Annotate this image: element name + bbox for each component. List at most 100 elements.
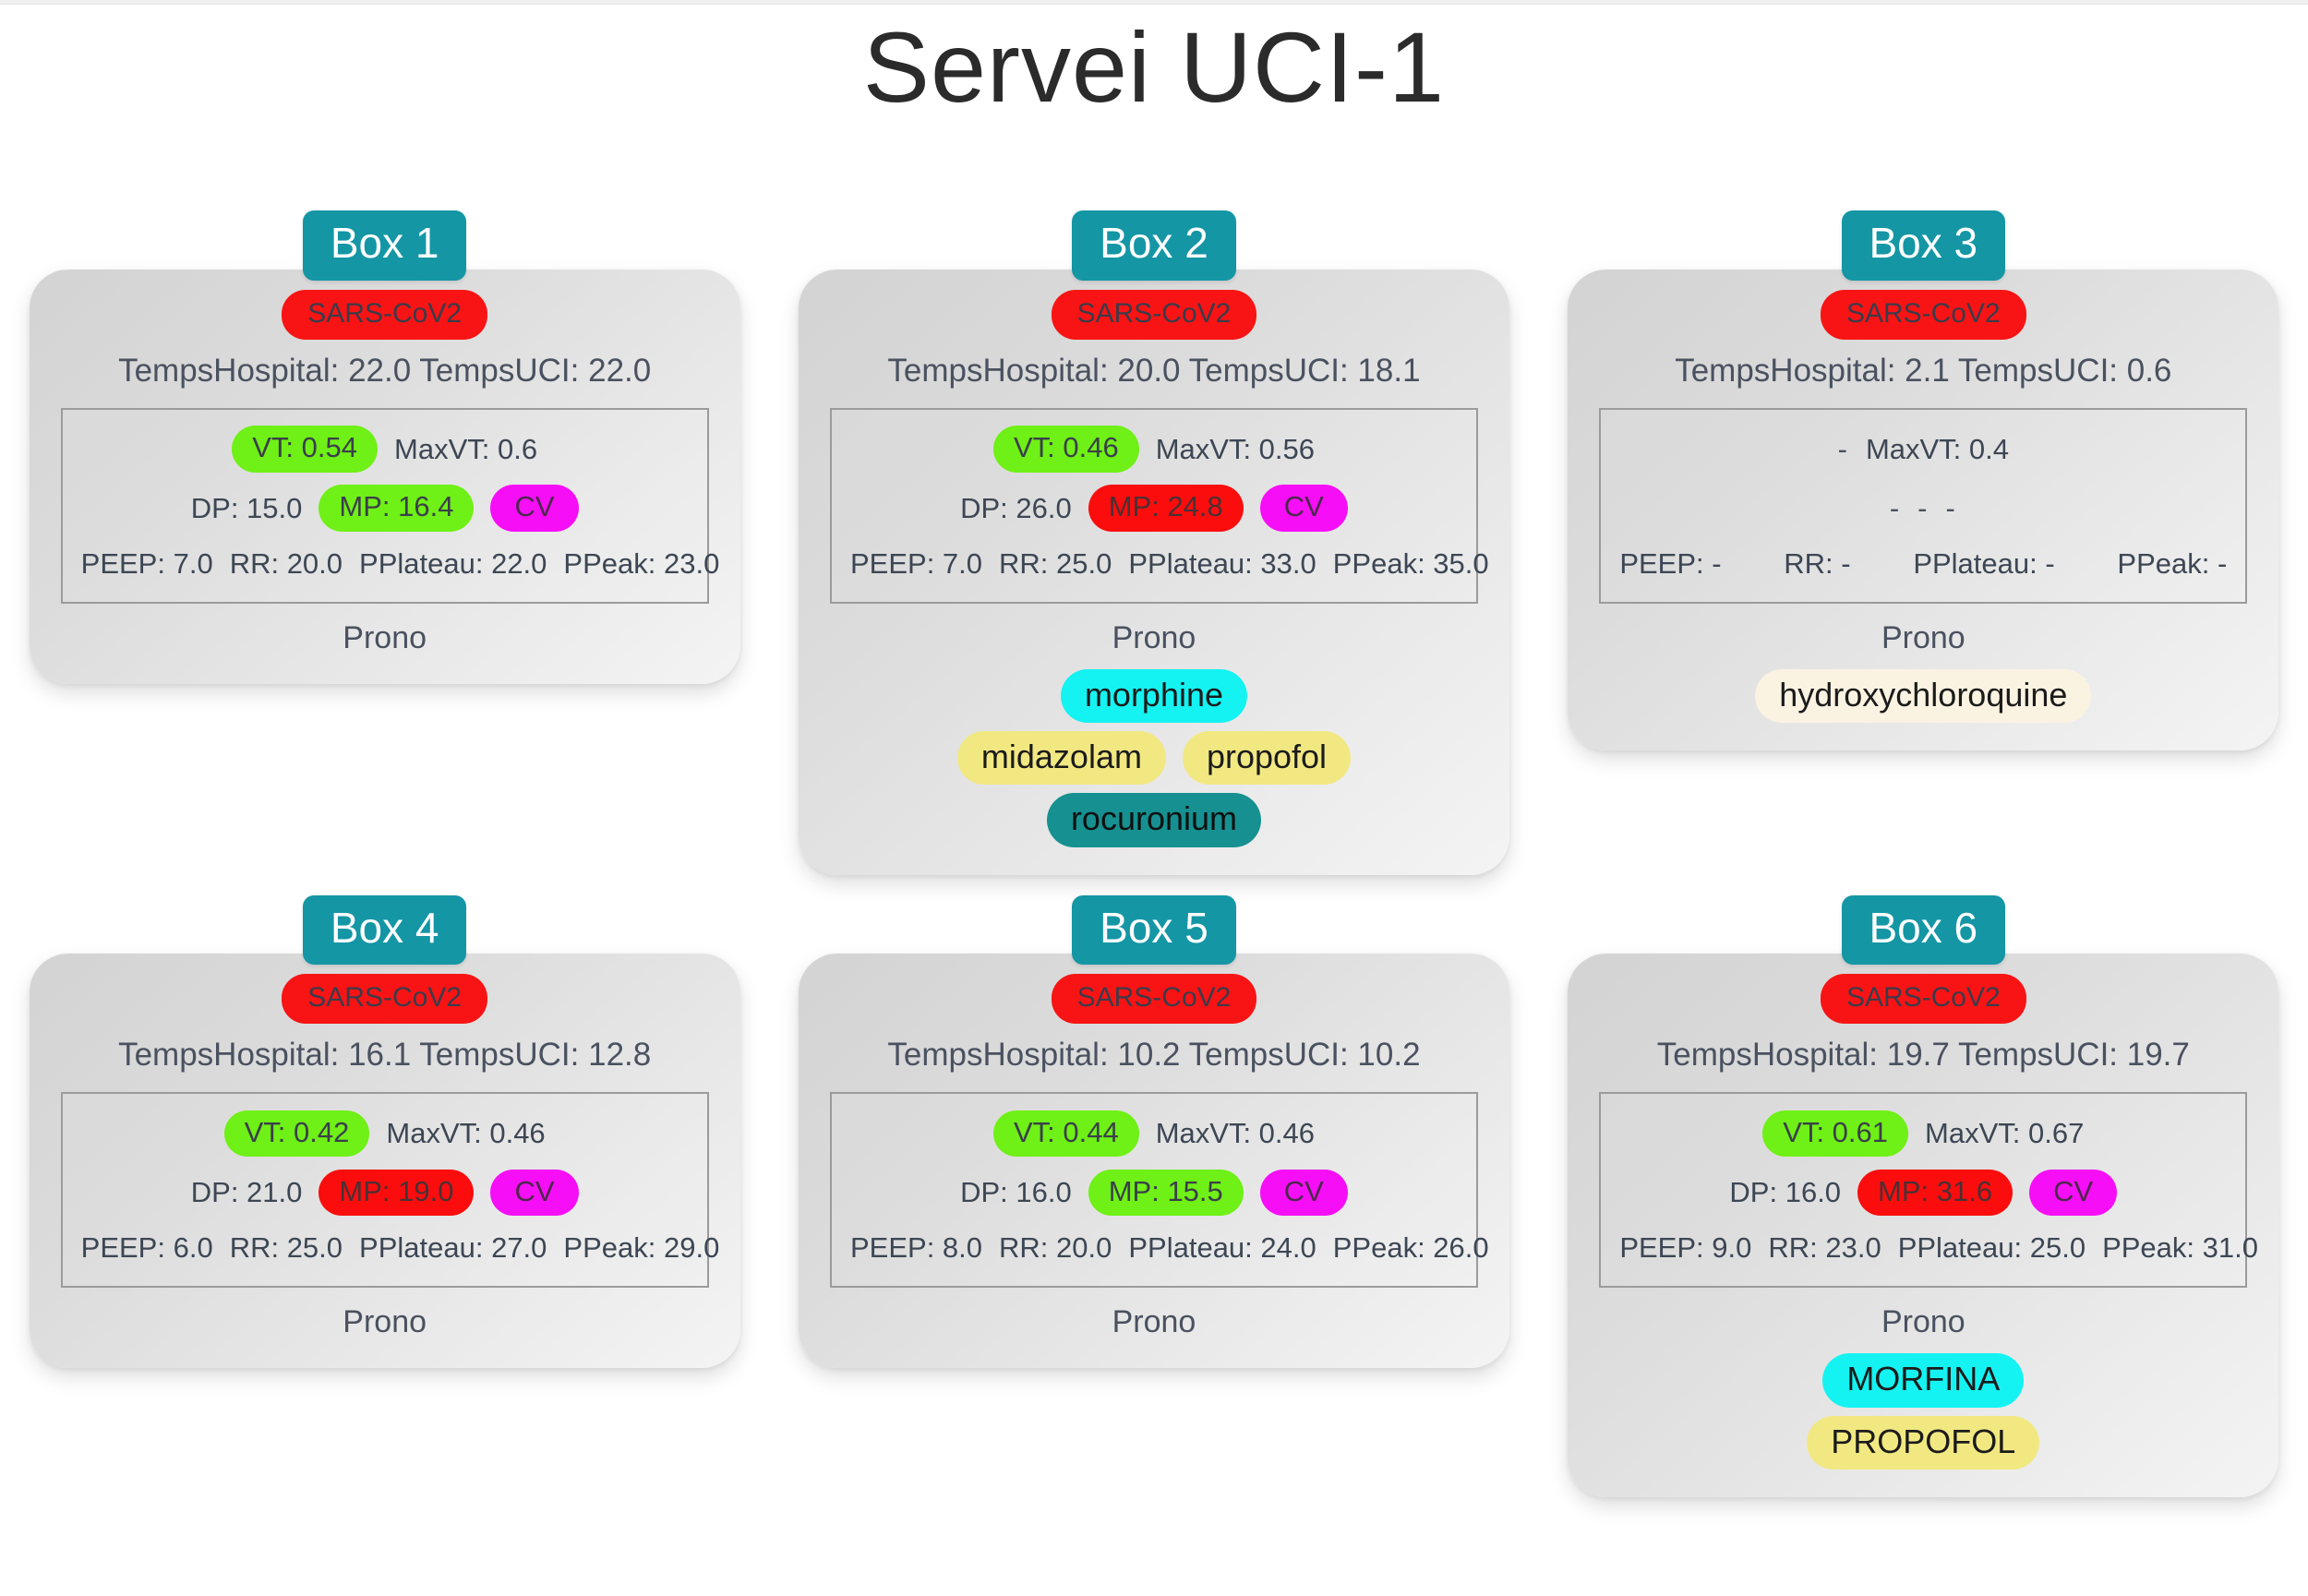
prono-label: Prono — [343, 619, 427, 655]
diagnosis-badge: SARS-CoV2 — [282, 289, 488, 340]
maxvt-value: MaxVT: 0.67 — [1925, 1117, 2085, 1150]
mp-value: MP: 31.6 — [1857, 1170, 2013, 1217]
mp-value: MP: 19.0 — [319, 1170, 475, 1217]
ventilation-table: -MaxVT: 0.4---PEEP: -RR: -PPlateau: -PPe… — [1599, 407, 2248, 604]
peep-value: PEEP: 6.0 — [80, 1231, 213, 1265]
ppeak-value: PPeak: 26.0 — [1332, 1231, 1489, 1265]
cv-indicator: CV — [1259, 485, 1348, 532]
vent-row-tidal: VT: 0.44 MaxVT: 0.46 — [847, 1107, 1461, 1160]
maxvt-value: MaxVT: 0.6 — [394, 432, 538, 465]
medication-pill[interactable]: MORFINA — [1822, 1353, 2025, 1408]
maxvt-value: MaxVT: 0.46 — [386, 1117, 546, 1150]
medication-pill[interactable]: propofol — [1182, 730, 1352, 786]
box-tab-4[interactable]: Box 4 — [302, 894, 467, 966]
rr-value: RR: 25.0 — [999, 546, 1112, 580]
box-tab-1[interactable]: Box 1 — [302, 210, 467, 281]
rr-value: RR: 20.0 — [999, 1231, 1112, 1265]
peep-value: PEEP: - — [1619, 546, 1722, 580]
prono-label: Prono — [1881, 1304, 1965, 1340]
vent-row-tidal: -MaxVT: 0.4 — [1616, 423, 2230, 476]
dp-value: DP: 15.0 — [190, 491, 303, 524]
dp-value: - — [1889, 491, 1902, 524]
top-border-strip — [0, 0, 2308, 5]
vent-row-power: --- — [1616, 482, 2230, 535]
pplateau-value: PPlateau: - — [1913, 546, 2055, 580]
peep-value: PEEP: 8.0 — [849, 1231, 983, 1265]
prono-label: Prono — [343, 1304, 427, 1340]
ppeak-value: PPeak: 31.0 — [2102, 1231, 2258, 1265]
medication-pill[interactable]: rocuronium — [1046, 793, 1262, 847]
rr-value: RR: - — [1784, 546, 1851, 580]
medication-row: midazolam propofol — [956, 730, 1352, 786]
medication-row: PROPOFOL — [1807, 1415, 2040, 1470]
box-tab-2[interactable]: Box 2 — [1072, 210, 1236, 281]
stay-duration-line: TempsHospital: 10.2 TempsUCI: 10.2 — [887, 1037, 1421, 1074]
vt-value: VT: 0.61 — [1762, 1110, 1909, 1158]
stay-duration-line: TempsHospital: 22.0 TempsUCI: 22.0 — [118, 352, 652, 389]
prono-label: Prono — [1112, 1304, 1196, 1340]
peep-value: PEEP: 7.0 — [80, 546, 213, 580]
medication-pill[interactable]: PROPOFOL — [1807, 1415, 2040, 1470]
diagnosis-badge: SARS-CoV2 — [282, 974, 488, 1025]
medication-list: morphine midazolam propofol rocuronium — [830, 668, 1478, 847]
vent-row-power: DP: 15.0 MP: 16.4 CV — [78, 482, 692, 535]
cv-indicator: CV — [2029, 1170, 2118, 1217]
vent-row-pressures: PEEP: -RR: -PPlateau: -PPeak: - — [1616, 541, 2230, 587]
stay-duration-line: TempsHospital: 19.7 TempsUCI: 19.7 — [1656, 1037, 2190, 1074]
box-tab-6[interactable]: Box 6 — [1841, 894, 2006, 966]
cv-indicator: CV — [1259, 1170, 1348, 1217]
medication-pill[interactable]: morphine — [1060, 668, 1248, 723]
mp-value: - — [1917, 491, 1929, 524]
vt-value: VT: 0.44 — [992, 1110, 1139, 1158]
mp-value: MP: 15.5 — [1088, 1170, 1244, 1217]
medication-row: rocuronium — [1046, 793, 1262, 847]
mp-value: MP: 16.4 — [319, 485, 475, 532]
medication-list: hydroxychloroquine — [1599, 668, 2247, 723]
prono-label: Prono — [1881, 619, 1965, 655]
vt-value: VT: 0.42 — [223, 1110, 370, 1158]
cv-indicator: - — [1945, 491, 1957, 524]
stay-duration-line: TempsHospital: 16.1 TempsUCI: 12.8 — [118, 1037, 652, 1074]
medication-list: MORFINA PROPOFOL — [1599, 1353, 2247, 1470]
medication-row: morphine — [1060, 668, 1248, 723]
ppeak-value: PPeak: 29.0 — [563, 1231, 720, 1265]
vt-value: VT: 0.46 — [992, 426, 1139, 473]
maxvt-value: MaxVT: 0.4 — [1865, 432, 2009, 465]
cv-indicator: CV — [490, 485, 579, 532]
medication-pill[interactable]: midazolam — [956, 730, 1166, 786]
cv-indicator: CV — [490, 1170, 579, 1217]
vt-value: - — [1837, 432, 1849, 465]
box-tab-5[interactable]: Box 5 — [1072, 894, 1236, 966]
medication-pill[interactable]: hydroxychloroquine — [1755, 668, 2092, 723]
pplateau-value: PPlateau: 24.0 — [1128, 1231, 1316, 1265]
rr-value: RR: 25.0 — [229, 1231, 343, 1265]
ppeak-value: PPeak: 35.0 — [1332, 546, 1489, 580]
mp-value: MP: 24.8 — [1088, 485, 1244, 532]
maxvt-value: MaxVT: 0.46 — [1155, 1117, 1316, 1150]
peep-value: PEEP: 7.0 — [849, 546, 983, 580]
box-tab-3[interactable]: Box 3 — [1841, 210, 2006, 281]
medication-row: hydroxychloroquine — [1755, 668, 2092, 723]
stay-duration-line: TempsHospital: 2.1 TempsUCI: 0.6 — [1675, 352, 2172, 389]
